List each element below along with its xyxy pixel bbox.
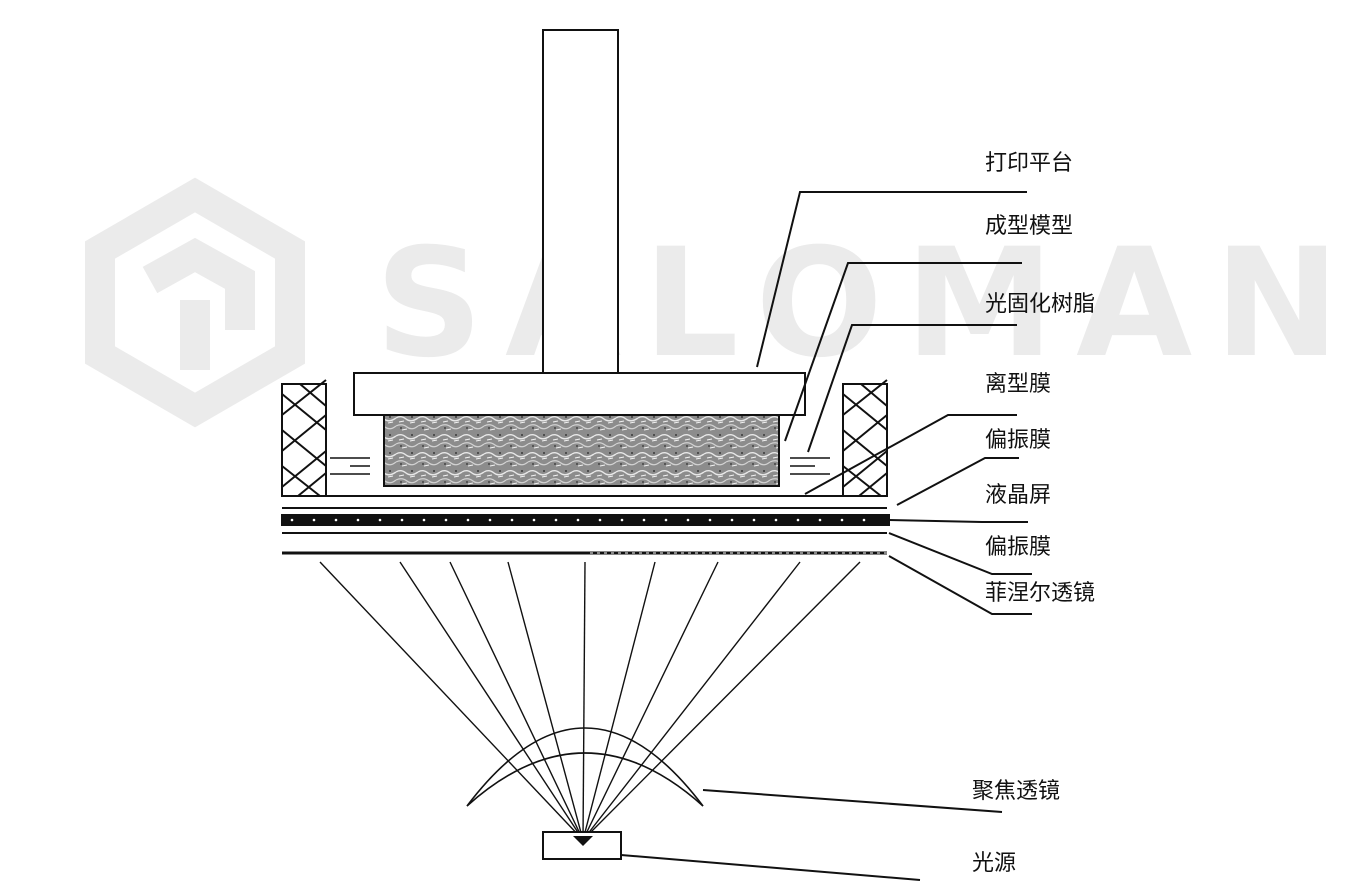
lcd-dot [664, 518, 668, 522]
lcd-dot [818, 518, 822, 522]
label-focusing-lens: 聚焦透镜 [972, 779, 1060, 804]
lcd-dot [554, 518, 558, 522]
lcd-dot [334, 518, 338, 522]
lcd-dot [444, 518, 448, 522]
watermark-text: SALOMAN [375, 217, 1359, 391]
lcd-dot [356, 518, 360, 522]
label-print-platform: 打印平台 [985, 151, 1073, 176]
lcd-dot [576, 518, 580, 522]
lcd-dot [532, 518, 536, 522]
leader-photocurable-resin [807, 324, 1017, 453]
label-formed-model: 成型模型 [985, 214, 1073, 239]
leader-light-source [620, 854, 921, 881]
leader-polarizer-top [896, 457, 1019, 506]
leader-fresnel-lens [888, 555, 1032, 615]
light-rays [319, 561, 861, 841]
print-platform-plate [353, 372, 806, 416]
light-source [542, 831, 622, 860]
resin-marks [330, 457, 830, 475]
lcd-dot [510, 518, 514, 522]
vat-wall-right [842, 379, 888, 497]
lcd-dot [686, 518, 690, 522]
label-photocurable-resin: 光固化树脂 [985, 292, 1095, 317]
lcd-dot [862, 518, 866, 522]
label-fresnel-lens: 菲涅尔透镜 [985, 581, 1095, 606]
vat-wall-left [281, 379, 327, 497]
lcd-pixel-dots [290, 518, 866, 522]
lcd-dot [598, 518, 602, 522]
label-polarizer-top: 偏振膜 [985, 428, 1051, 453]
lcd-dot [730, 518, 734, 522]
lcd-dot [796, 518, 800, 522]
lcd-dot [840, 518, 844, 522]
leader-print-platform [756, 191, 1027, 368]
lcd-dot [642, 518, 646, 522]
lcd-dot [488, 518, 492, 522]
focusing-lens [466, 727, 704, 807]
component-labels: 打印平台 成型模型 光固化树脂 离型膜 偏振膜 液晶屏 偏振膜 菲涅尔透镜 聚焦… [972, 151, 1095, 876]
lcd-dot [774, 518, 778, 522]
lcd-dot [466, 518, 470, 522]
lcd-dot [290, 518, 294, 522]
lcd-dot [708, 518, 712, 522]
lcd-dot [422, 518, 426, 522]
label-light-source: 光源 [972, 851, 1016, 876]
lcd-dot [620, 518, 624, 522]
label-polarizer-bottom: 偏振膜 [985, 535, 1051, 560]
leader-release-film [804, 414, 1017, 495]
leader-focusing-lens [702, 789, 1003, 813]
leader-lines [620, 191, 1032, 881]
leader-formed-model [784, 262, 1022, 442]
platform-rod [542, 29, 619, 374]
lcd-dot [752, 518, 756, 522]
lcd-dot [312, 518, 316, 522]
label-lcd-screen: 液晶屏 [985, 483, 1051, 508]
watermark: SALOMAN [85, 177, 1359, 428]
leader-polarizer-bottom [888, 532, 1032, 575]
lcd-dot [400, 518, 404, 522]
watermark-cube-logo [85, 177, 305, 428]
lcd-dot [378, 518, 382, 522]
leader-lcd-screen [888, 519, 1028, 523]
formed-model [383, 414, 780, 487]
label-release-film: 离型膜 [985, 372, 1051, 397]
